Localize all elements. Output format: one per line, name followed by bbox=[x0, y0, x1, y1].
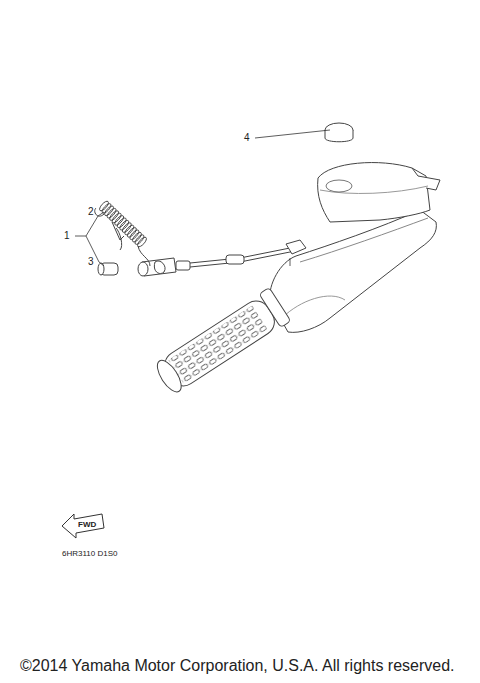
drawing-code: 6HR3110 D1S0 bbox=[62, 550, 117, 558]
tiller-outline bbox=[95, 123, 440, 397]
copyright-notice: ©2014 Yamaha Motor Corporation, U.S.A. A… bbox=[20, 658, 455, 674]
callout-number: 2 bbox=[88, 207, 94, 217]
forward-arrow bbox=[62, 514, 104, 538]
leader-lines bbox=[75, 130, 330, 266]
direction-label: FWD bbox=[78, 521, 96, 529]
callout-number: 3 bbox=[88, 257, 94, 267]
callout-number: 1 bbox=[64, 231, 70, 241]
callout-number: 4 bbox=[244, 133, 250, 143]
